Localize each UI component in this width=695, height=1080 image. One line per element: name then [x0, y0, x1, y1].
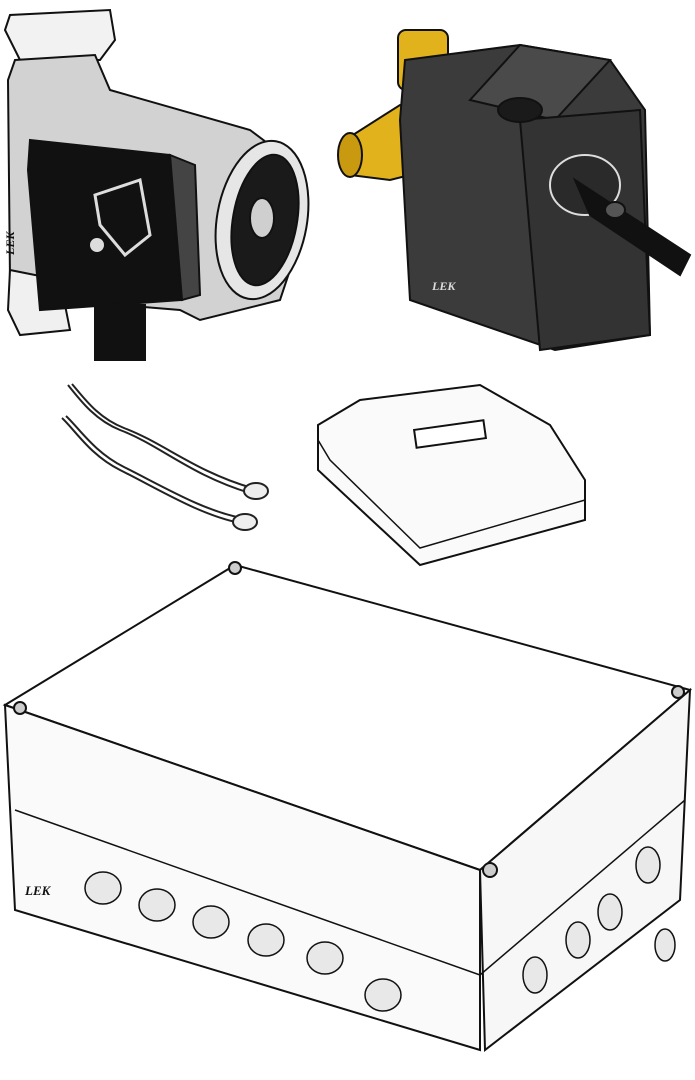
junction-box-logo: LEK [24, 883, 52, 898]
actuator-logo: LEK [431, 279, 456, 293]
temperature-sensors [61, 383, 269, 531]
junction-box [2, 561, 693, 1052]
valve-actuator [337, 29, 692, 352]
pump-logo: LEK [3, 231, 17, 256]
circulation-pump [3, 8, 310, 361]
cable-glands [84, 846, 676, 1012]
room-sensor [317, 383, 586, 567]
